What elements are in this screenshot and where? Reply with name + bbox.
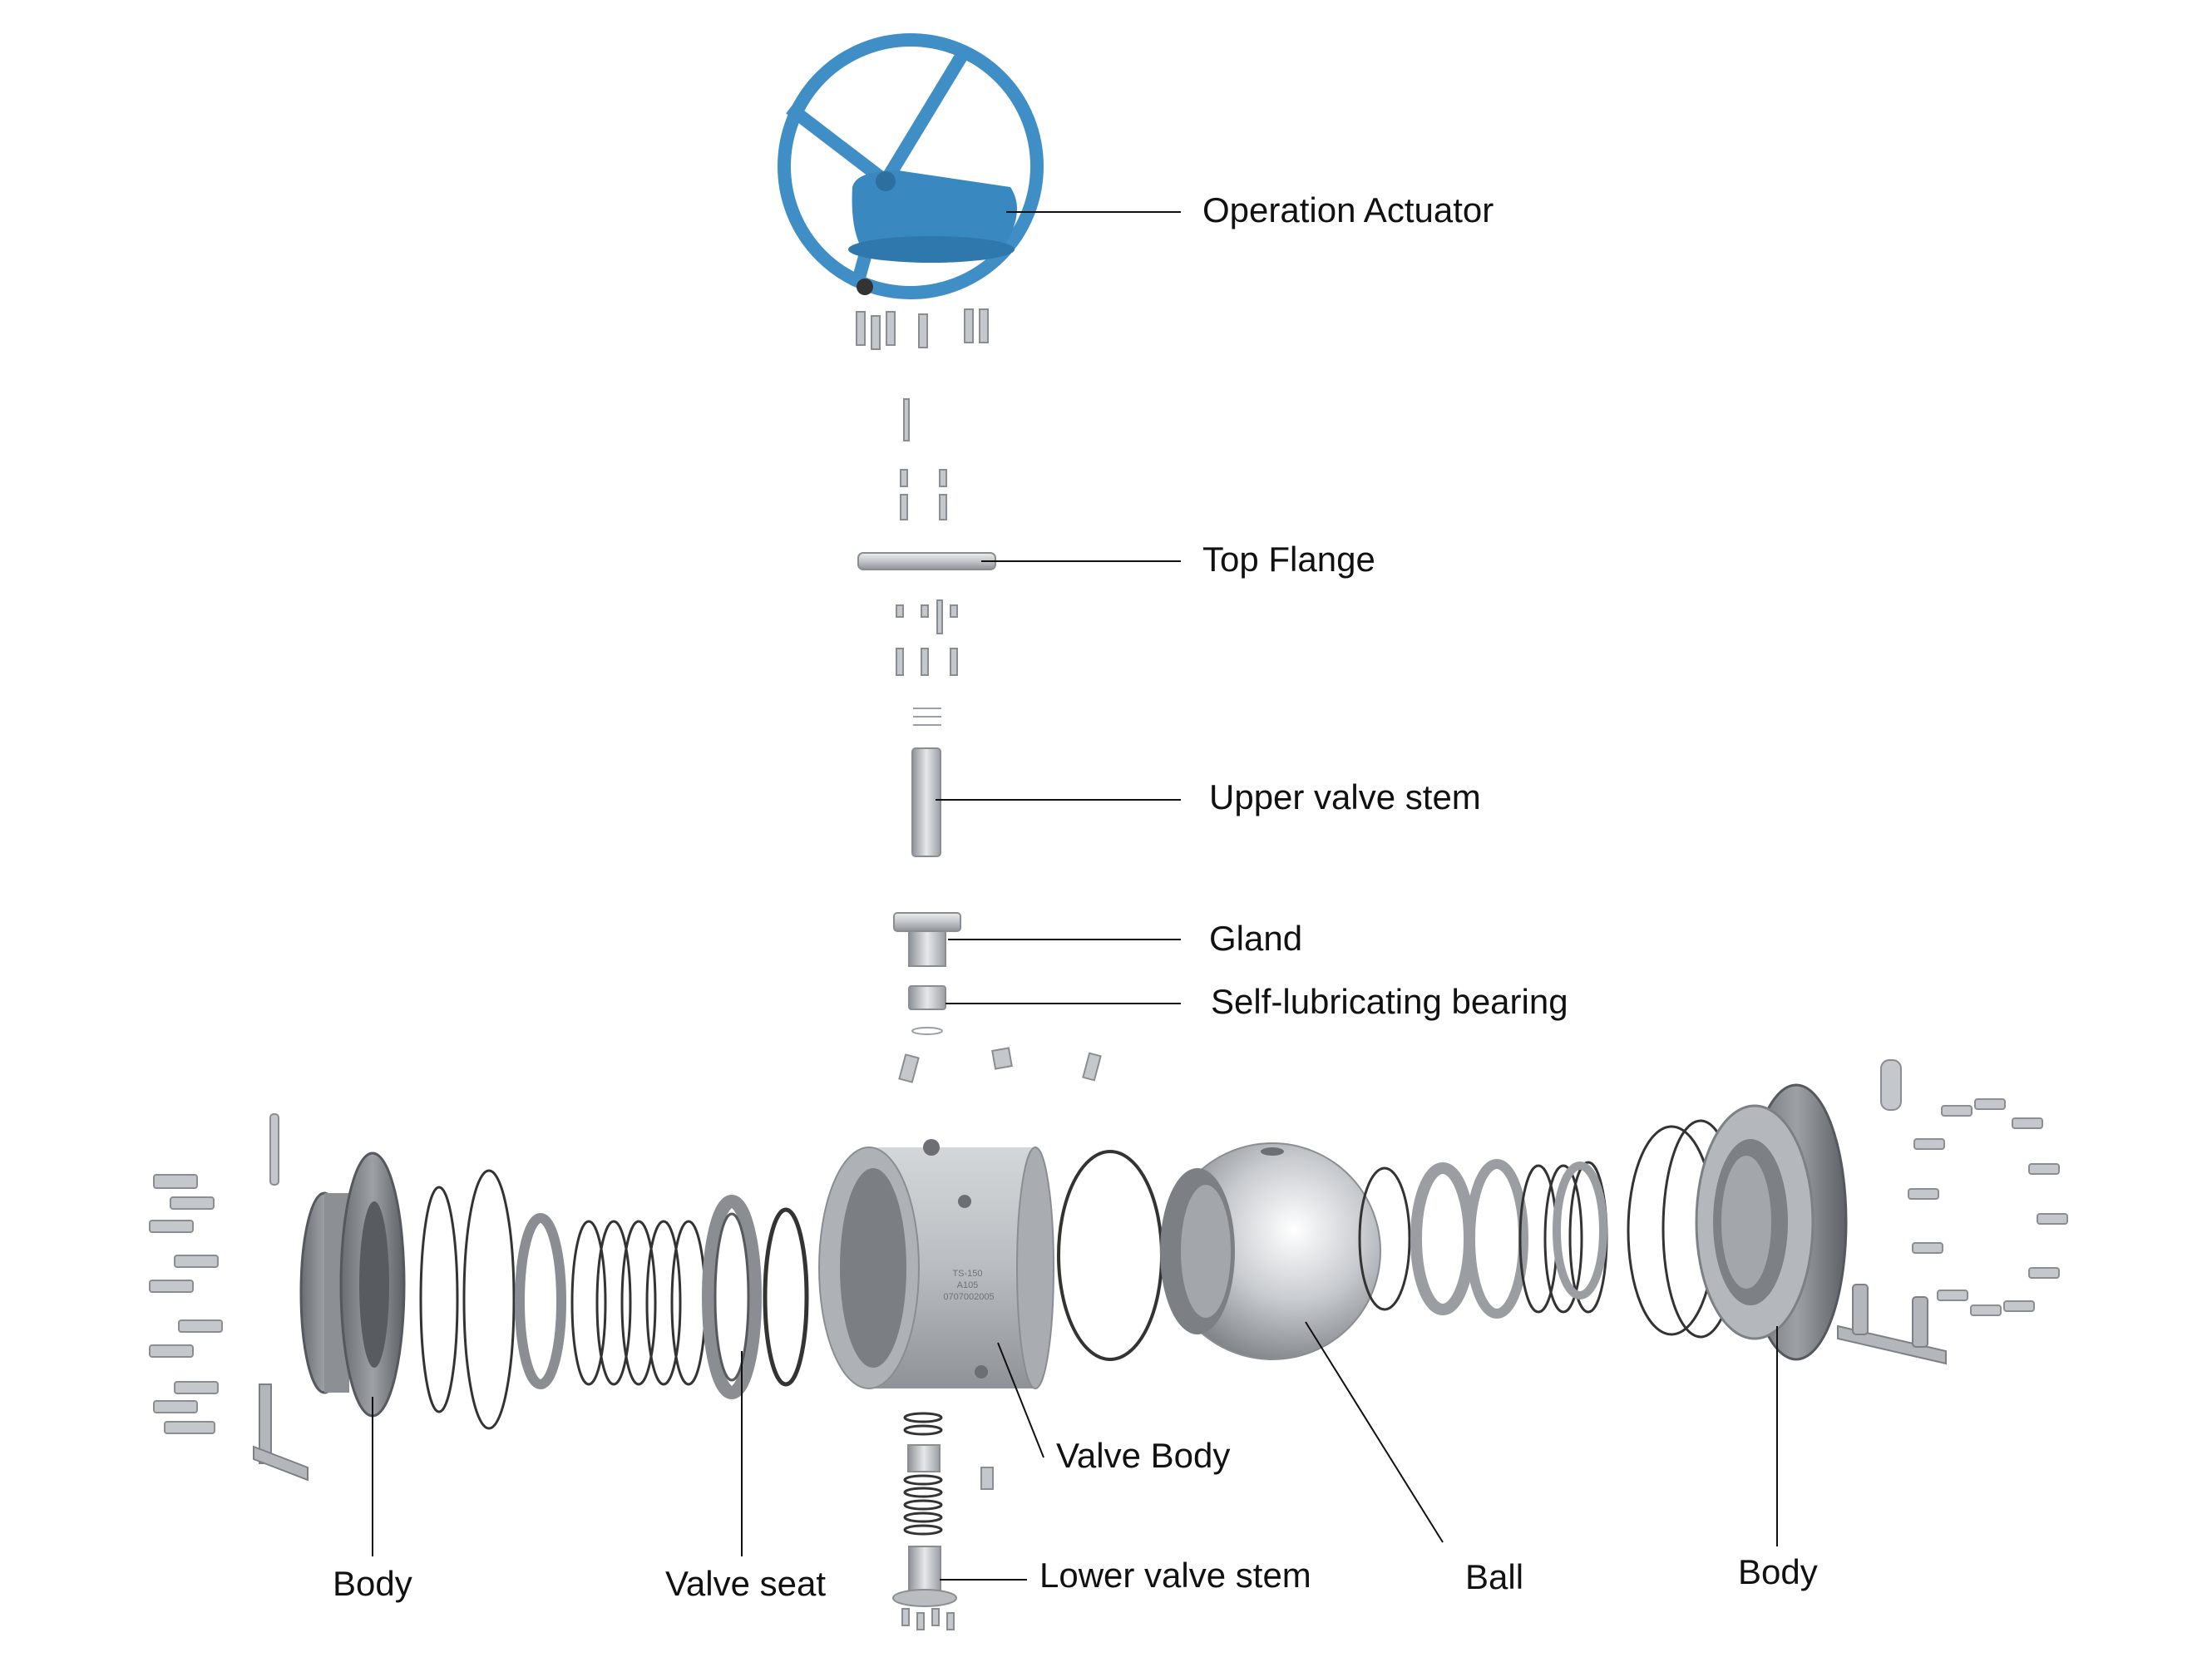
left-support-bracket bbox=[253, 1383, 309, 1482]
actuator-bolts bbox=[856, 308, 989, 350]
grease-fittings bbox=[898, 1047, 1102, 1083]
label-valve-body: Valve Body bbox=[1056, 1436, 1231, 1475]
flange-bolts bbox=[896, 599, 958, 676]
handwheel-spoke bbox=[880, 44, 972, 185]
handwheel-rim bbox=[778, 33, 1044, 299]
right-seat-rings bbox=[1358, 1166, 1411, 1311]
valve-body: TS-150 A105 0707002005 bbox=[818, 1139, 1054, 1389]
left-body-flange bbox=[299, 1152, 406, 1418]
seat-o-ring bbox=[763, 1207, 809, 1387]
body-o-ring bbox=[1057, 1150, 1163, 1361]
stem-o-rings bbox=[913, 708, 941, 726]
lower-fitting bbox=[980, 1467, 994, 1490]
left-springs bbox=[570, 1220, 707, 1386]
top-pins bbox=[900, 398, 947, 520]
left-seat-ring bbox=[515, 1213, 566, 1389]
top-flange bbox=[857, 552, 996, 570]
label-ball: Ball bbox=[1465, 1557, 1524, 1596]
lower-valve-stem bbox=[892, 1546, 957, 1607]
ball bbox=[1160, 1142, 1381, 1360]
leader-lines bbox=[372, 211, 1778, 1581]
label-lower-valve-stem: Lower valve stem bbox=[1039, 1556, 1311, 1595]
label-operation-actuator: Operation Actuator bbox=[1202, 190, 1494, 229]
handwheel-knob bbox=[857, 279, 873, 295]
gland bbox=[893, 912, 961, 967]
leader-ball bbox=[1305, 1321, 1444, 1543]
lower-o-rings bbox=[903, 1412, 943, 1536]
right-tag-plate bbox=[1880, 1059, 1902, 1111]
label-body-right: Body bbox=[1738, 1552, 1818, 1591]
left-tag-plate bbox=[269, 1113, 279, 1186]
left-bolts bbox=[149, 1174, 223, 1434]
gearbox bbox=[852, 170, 1017, 254]
left-seal-rings bbox=[419, 1169, 516, 1430]
right-seat-ring-2 bbox=[1553, 1161, 1607, 1300]
lower-bearing bbox=[907, 1444, 941, 1472]
lower-bolts bbox=[901, 1608, 955, 1630]
right-body-flange bbox=[1695, 1083, 1848, 1361]
self-lubricating-bearing bbox=[908, 985, 946, 1035]
right-bolts bbox=[1908, 1098, 2068, 1316]
label-upper-valve-stem: Upper valve stem bbox=[1209, 777, 1481, 816]
label-self-lubricating-bearing: Self-lubricating bearing bbox=[1211, 982, 1568, 1021]
gearbox-base bbox=[848, 236, 1015, 263]
upper-valve-stem bbox=[911, 747, 941, 857]
right-support-bracket bbox=[1837, 1284, 1947, 1365]
label-top-flange: Top Flange bbox=[1202, 540, 1375, 579]
operation-actuator bbox=[778, 33, 1044, 299]
label-gland: Gland bbox=[1209, 919, 1303, 958]
leader-valve-body bbox=[997, 1342, 1044, 1458]
label-valve-seat: Valve seat bbox=[665, 1564, 826, 1603]
body-marking: TS-150 A105 0707002005 bbox=[943, 1269, 994, 1302]
valve-seat bbox=[702, 1195, 762, 1399]
label-body-left: Body bbox=[333, 1564, 412, 1603]
handwheel-spoke bbox=[786, 102, 890, 187]
right-seat-ring bbox=[1410, 1159, 1528, 1319]
handwheel-hub bbox=[876, 171, 896, 191]
